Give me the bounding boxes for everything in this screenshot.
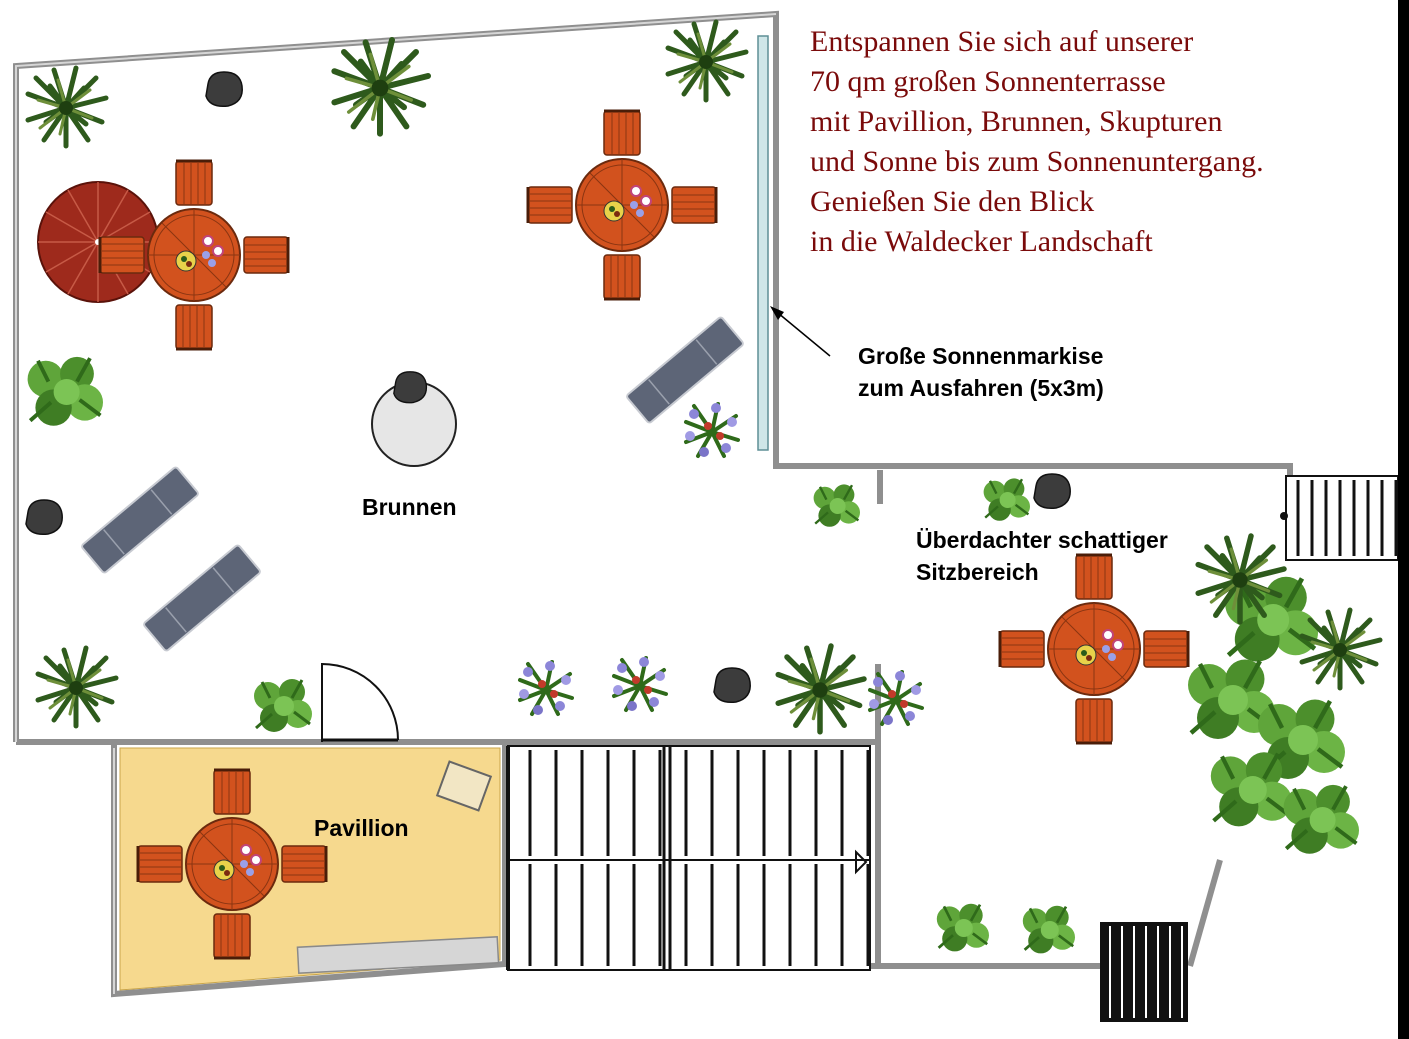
lounger-1 (79, 465, 201, 575)
stone-4 (1033, 473, 1071, 510)
pavilion-side-table (435, 760, 493, 812)
tree (1188, 536, 1380, 856)
stairs (506, 745, 871, 971)
plant-1 (28, 68, 106, 146)
intro-line: Entspannen Sie sich auf unserer (810, 25, 1194, 58)
stone-3 (713, 667, 751, 704)
plant-9 (982, 477, 1032, 522)
table-set-top-right (528, 111, 716, 299)
stone-2 (25, 499, 63, 536)
intro-line: und Sonne bis zum Sonnenuntergang. (810, 145, 1264, 178)
awning (757, 35, 769, 451)
fountain-label: Brunnen (362, 494, 457, 520)
plant-3 (668, 22, 746, 100)
lounger-3 (624, 315, 746, 425)
flowers-3 (611, 655, 668, 713)
plant-5 (778, 646, 864, 732)
lounger-2 (141, 543, 263, 653)
right-edge-bar (1398, 0, 1409, 1039)
pavilion-label: Pavillion (314, 815, 409, 841)
covered-area-label-line2: Sitzbereich (916, 559, 1039, 585)
intro-text: Entspannen Sie sich auf unserer 70 qm gr… (810, 22, 1264, 262)
intro-line: mit Pavillion, Brunnen, Skupturen (810, 105, 1223, 138)
awning-label-line2: zum Ausfahren (5x3m) (858, 375, 1104, 401)
intro-line: Genießen Sie den Blick (810, 185, 1095, 218)
plant-6 (25, 354, 105, 428)
intro-line: in die Waldecker Landschaft (810, 225, 1153, 258)
plant-7 (252, 677, 314, 734)
fountain (371, 371, 457, 467)
flowers-1 (683, 401, 740, 459)
plant-4 (38, 648, 116, 726)
gate-bottom (1100, 922, 1188, 1022)
gate-right (1285, 475, 1399, 561)
awning-label-line1: Große Sonnenmarkise (858, 343, 1104, 369)
plant-11 (1021, 904, 1077, 955)
awning-pointer (771, 307, 831, 357)
flowers-2 (517, 659, 574, 717)
intro-line: 70 qm großen Sonnenterrasse (810, 65, 1166, 98)
plant-8 (812, 483, 862, 528)
plant-2 (334, 40, 428, 134)
plant-10 (935, 902, 991, 953)
door (321, 662, 399, 742)
stone-1 (205, 71, 243, 108)
covered-area-label-line1: Überdachter schattiger (916, 527, 1168, 553)
pavilion-bench (296, 935, 500, 975)
